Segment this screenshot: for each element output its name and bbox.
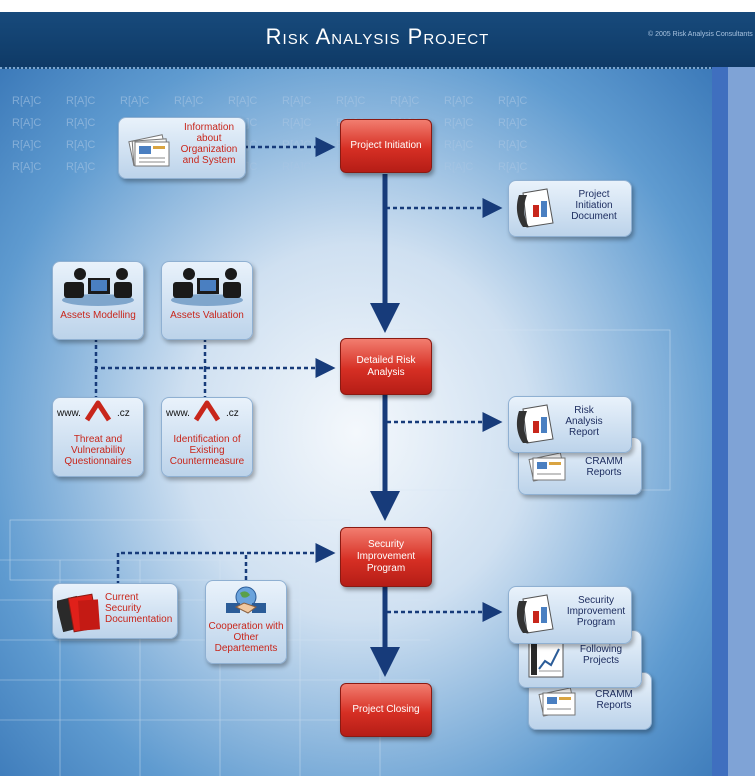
watermark-text: R[A]C [498, 95, 527, 107]
input-threat-questionnaires[interactable]: www. .cz Threat and Vulnerability Questi… [52, 397, 144, 477]
watermark-text: R[A]C [444, 161, 473, 173]
input-organization-info[interactable]: Information about Organization and Syste… [118, 117, 246, 179]
watermark-text: R[A]C [390, 95, 419, 107]
output-following-projects-label: Following Projects [579, 644, 623, 666]
watermark-text: R[A]C [498, 139, 527, 151]
output-risk-analysis-report[interactable]: Risk Analysis Report [508, 396, 632, 453]
watermark-text: R[A]C [120, 95, 149, 107]
report-document-icon [516, 188, 554, 228]
watermark-text: R[A]C [282, 95, 311, 107]
right-panel [728, 67, 755, 776]
step-detailed-risk-analysis[interactable]: Detailed Risk Analysis [340, 338, 432, 395]
header-bar [0, 12, 755, 69]
input-assets-valuation-label: Assets Valuation [170, 310, 244, 321]
output-security-improvement-program[interactable]: Security Improvement Program [508, 586, 632, 644]
copyright-notice: © 2005 Risk Analysis Consultants [648, 31, 753, 38]
watermark-text: R[A]C [282, 117, 311, 129]
output-risk-analysis-report-label: Risk Analysis Report [565, 405, 603, 438]
output-project-initiation-document[interactable]: Project Initiation Document [508, 180, 632, 237]
person-at-computer-icon [62, 268, 134, 306]
watermark-text: R[A]C [12, 161, 41, 173]
step-security-improvement-program[interactable]: Security Improvement Program [340, 527, 432, 587]
watermark-text: R[A]C [498, 117, 527, 129]
watermark-text: R[A]C [444, 139, 473, 151]
output-cramm-reports-label: CRAMM Reports [585, 456, 623, 478]
handshake-globe-icon [226, 586, 266, 614]
watermark-text: R[A]C [66, 139, 95, 151]
website-logo-icon: www. .cz [55, 400, 141, 424]
input-assets-valuation[interactable]: Assets Valuation [161, 261, 253, 340]
input-assets-modelling[interactable]: Assets Modelling [52, 261, 144, 340]
watermark-text: R[A]C [12, 139, 41, 151]
report-document-icon [516, 404, 554, 444]
input-threat-questionnaires-label: Threat and Vulnerability Questionnaires [64, 434, 132, 467]
watermark-text: R[A]C [498, 161, 527, 173]
page-title: Risk Analysis Project [265, 24, 490, 49]
input-current-security-documentation-label: Current Security Documentation [105, 592, 173, 625]
right-stripe [712, 67, 728, 776]
output-cramm-reports-2-label: CRAMM Reports [595, 689, 633, 711]
input-existing-countermeasure[interactable]: www. .cz Identification of Existing Coun… [161, 397, 253, 477]
documents-stack-icon [528, 452, 566, 482]
watermark-text: R[A]C [282, 161, 311, 173]
output-project-initiation-document-label: Project Initiation Document [571, 189, 617, 222]
watermark-text: R[A]C [12, 95, 41, 107]
binders-icon [57, 593, 101, 633]
input-current-security-documentation[interactable]: Current Security Documentation [52, 583, 178, 639]
website-logo-icon: www. .cz [164, 400, 250, 424]
input-existing-countermeasure-label: Identification of Existing Countermeasur… [169, 434, 245, 467]
watermark-text: R[A]C [12, 117, 41, 129]
watermark-text: R[A]C [228, 95, 257, 107]
documents-stack-icon [128, 134, 170, 167]
watermark-text: R[A]C [66, 161, 95, 173]
step-project-closing[interactable]: Project Closing [340, 683, 432, 737]
watermark-text: R[A]C [66, 117, 95, 129]
step-project-initiation[interactable]: Project Initiation [340, 119, 432, 173]
input-organization-info-label: Information about Organization and Syste… [180, 122, 238, 166]
watermark-text: R[A]C [174, 95, 203, 107]
watermark-text: R[A]C [66, 95, 95, 107]
output-security-improvement-program-label: Security Improvement Program [566, 595, 626, 628]
watermark-text: R[A]C [444, 117, 473, 129]
documents-stack-icon [538, 687, 576, 717]
input-cooperation-departments-label: Cooperation with Other Departements [208, 621, 284, 654]
watermark-text: R[A]C [444, 95, 473, 107]
line-chart-document-icon [528, 640, 564, 678]
input-assets-modelling-label: Assets Modelling [60, 310, 136, 321]
report-document-icon [516, 594, 554, 634]
person-at-computer-icon [171, 268, 243, 306]
watermark-text: R[A]C [336, 95, 365, 107]
input-cooperation-departments[interactable]: Cooperation with Other Departements [205, 580, 287, 664]
